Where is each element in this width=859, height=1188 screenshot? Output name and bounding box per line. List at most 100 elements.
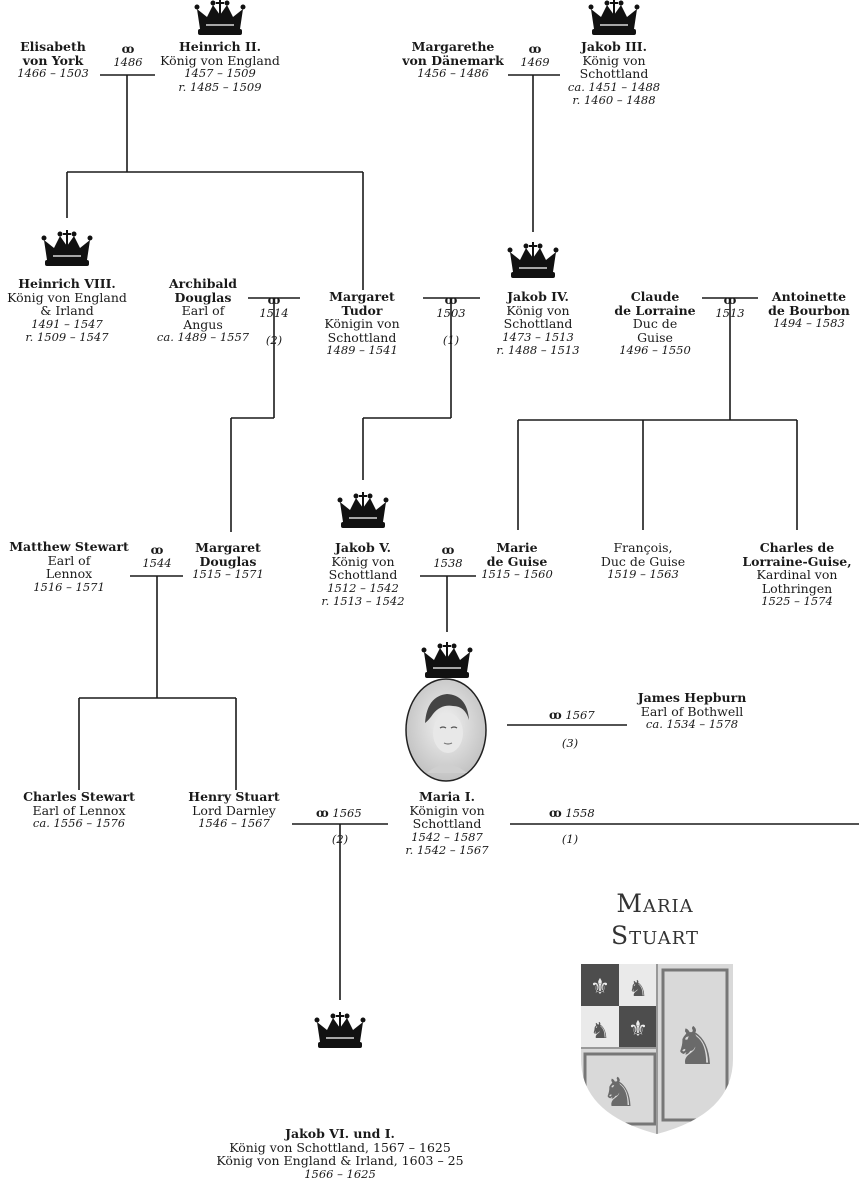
- person-reign: r. 1488 – 1513: [496, 343, 580, 357]
- marriage-year: 1565: [332, 806, 362, 820]
- marriage-year: 1538: [433, 556, 463, 570]
- person-dates: 1489 – 1541: [326, 343, 398, 357]
- person-name: Jakob IV.: [507, 289, 569, 304]
- marriage-rings-icon: ꝏ: [441, 543, 455, 557]
- marriage-1513: ꝏ 1513: [700, 294, 760, 320]
- person-name: von York: [22, 52, 84, 68]
- marriage-1538: ꝏ 1538: [418, 544, 478, 570]
- coat-of-arms: ⚜ ⚜ ♞ ♞ ♞ ♞: [581, 964, 733, 1134]
- person-dates: 1473 – 1513: [502, 329, 574, 344]
- person-dates: 1457 – 1509: [184, 66, 256, 80]
- marriage-rings-icon: ꝏ: [150, 543, 164, 557]
- marriage-rings-icon: ꝏ: [549, 806, 562, 820]
- person-jakob5: Jakob V. König von Schottland 1512 – 154…: [288, 541, 438, 609]
- person-name: Margaret: [195, 540, 261, 555]
- person-dates: 1515 – 1560: [481, 567, 553, 581]
- person-title: Schottland: [503, 316, 573, 331]
- marriage-order: (3): [561, 736, 579, 750]
- person-name: Claude: [630, 289, 680, 304]
- person-dates: 1566 – 1625: [304, 1166, 376, 1181]
- person-dates: 1542 – 1587: [411, 829, 483, 844]
- person-title: Schottland: [327, 329, 397, 345]
- person-title: Duc de: [632, 316, 678, 331]
- svg-text:♞: ♞: [590, 1019, 610, 1044]
- person-title: Schottland: [579, 66, 649, 81]
- person-title: Lord Darnley: [192, 802, 276, 818]
- marriage-1567: ꝏ 1567: [549, 709, 595, 722]
- person-name: Charles de: [759, 540, 835, 555]
- marriage-order: (2): [265, 333, 283, 347]
- person-dates: 1515 – 1571: [192, 567, 264, 581]
- person-dates: 1546 – 1567: [198, 816, 270, 830]
- marriage-year: 1544: [142, 556, 172, 570]
- person-title: König von: [582, 52, 646, 68]
- person-title: König von England: [160, 52, 280, 68]
- person-dates: ca. 1534 – 1578: [645, 717, 739, 731]
- person-title: König von: [506, 302, 570, 318]
- person-dates: ca. 1489 – 1557: [156, 330, 250, 344]
- person-name: Margarethe: [411, 39, 495, 54]
- person-name: de Lorraine: [614, 302, 696, 318]
- person-name: Douglas: [174, 289, 232, 305]
- marriage-rings-icon: ꝏ: [316, 806, 329, 820]
- person-dates: 1516 – 1571: [33, 579, 105, 594]
- crown-icon: [506, 241, 560, 279]
- person-title: Earl of Bothwell: [640, 703, 744, 719]
- person-maria: Maria I. Königin von Schottland 1542 – 1…: [372, 790, 522, 858]
- person-dates: ca. 1556 – 1576: [32, 816, 126, 830]
- person-name: Henry Stuart: [188, 789, 280, 804]
- person-dates: 1525 – 1574: [761, 594, 833, 608]
- person-title: Guise: [637, 329, 673, 345]
- person-title: Earl of: [181, 303, 225, 318]
- title-line-2: Stuart: [611, 921, 699, 950]
- person-title: & Irland: [40, 303, 94, 318]
- marriage-rings-icon: ꝏ: [267, 293, 281, 307]
- person-name: von Dänemark: [402, 52, 504, 68]
- person-title: König von England & Irland, 1603 – 25: [216, 1153, 464, 1168]
- maria-portrait: [405, 678, 487, 782]
- person-title: Schottland: [412, 816, 482, 831]
- person-margarethe: Margarethe von Dänemark 1456 – 1486: [378, 40, 528, 81]
- marriage-1558: ꝏ 1558: [549, 807, 595, 820]
- marriage-year: 1513: [715, 306, 745, 320]
- marriage-1514: ꝏ 1514: [244, 294, 304, 320]
- person-name: James Hepburn: [637, 690, 747, 705]
- person-dates: 1496 – 1550: [619, 343, 691, 357]
- person-archibald: Archibald Douglas Earl of Angus ca. 1489…: [128, 277, 278, 345]
- person-dates: 1512 – 1542: [327, 580, 399, 595]
- person-name: Antoinette: [771, 289, 847, 304]
- crown-icon: [40, 229, 94, 267]
- person-reign: r. 1542 – 1567: [405, 843, 489, 857]
- person-henry-stuart: Henry Stuart Lord Darnley 1546 – 1567: [159, 790, 309, 831]
- person-claude: Claude de Lorraine Duc de Guise 1496 – 1…: [580, 290, 730, 358]
- person-title: Angus: [183, 316, 223, 332]
- page-title: Maria Stuart: [580, 888, 730, 952]
- marriage-rings-icon: ꝏ: [528, 42, 542, 56]
- person-james-hepburn: James Hepburn Earl of Bothwell ca. 1534 …: [617, 691, 767, 732]
- person-name: de Guise: [486, 553, 548, 569]
- person-name: Lorraine-Guise,: [742, 553, 852, 569]
- marriage-1503: ꝏ 1503: [421, 294, 481, 320]
- person-name: de Bourbon: [768, 302, 850, 318]
- person-reign: r. 1460 – 1488: [572, 93, 656, 107]
- person-heinrich8: Heinrich VIII. König von England & Irlan…: [0, 277, 142, 345]
- person-title: Schottland: [328, 567, 398, 582]
- marriage-rings-icon: ꝏ: [549, 708, 562, 722]
- marriage-1565: ꝏ 1565: [316, 807, 362, 820]
- marriage-year: 1469: [520, 55, 550, 69]
- person-margaret-douglas: Margaret Douglas 1515 – 1571: [153, 541, 303, 582]
- person-reign: r. 1513 – 1542: [321, 594, 405, 608]
- person-name: Jakob III.: [581, 39, 647, 54]
- marriage-1469: ꝏ 1469: [505, 43, 565, 69]
- marriage-rings-icon: ꝏ: [121, 42, 135, 56]
- person-antoinette: Antoinette de Bourbon 1494 – 1583: [734, 290, 859, 331]
- person-name: Marie: [496, 540, 538, 555]
- person-name: Heinrich VIII.: [18, 276, 116, 291]
- person-dates: 1466 – 1503: [17, 66, 89, 80]
- person-name: Charles Stewart: [23, 789, 135, 804]
- person-dates: 1494 – 1583: [773, 316, 845, 330]
- person-jakob3: Jakob III. König von Schottland ca. 1451…: [539, 40, 689, 108]
- person-elisabeth: Elisabeth von York 1466 – 1503: [0, 40, 128, 81]
- person-dates: 1456 – 1486: [417, 66, 489, 80]
